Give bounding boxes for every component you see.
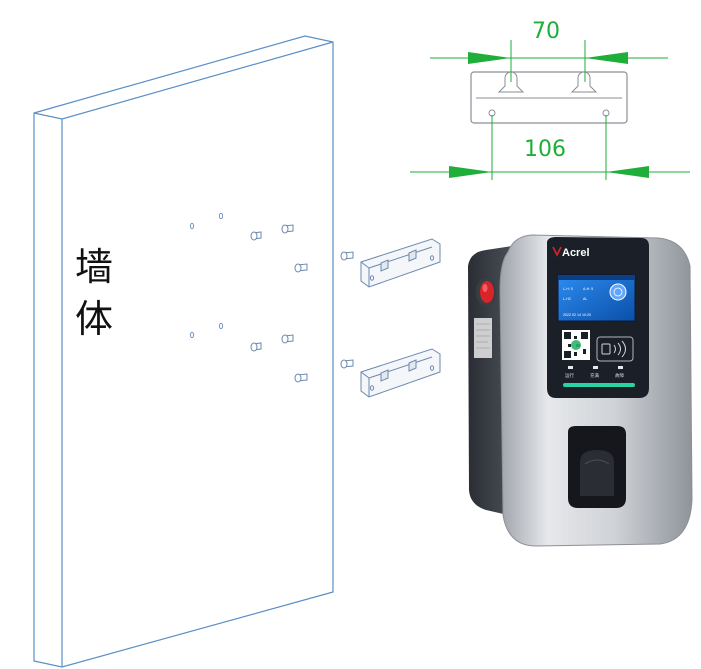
screw-icon	[250, 231, 262, 241]
dimension-label-bottom: 106	[524, 137, 566, 162]
indicator-label-fault: 故障	[615, 372, 624, 379]
indicator-light-fault	[618, 366, 623, 369]
arrow-left-icon	[606, 166, 649, 178]
screen-line-2: A-H: 5	[583, 287, 593, 291]
arrow-right-icon	[468, 52, 511, 64]
wall-hole	[218, 322, 224, 330]
plug-status-icon	[609, 283, 627, 301]
screen-line-1: L-H: 5	[563, 287, 573, 291]
screen-line-4: AL	[583, 297, 587, 301]
screen-line-5: 2022 02 14 10:20	[563, 313, 591, 317]
screw-icon	[294, 263, 308, 273]
bracket-lower	[360, 348, 441, 398]
indicator-light-full	[593, 366, 598, 369]
screen-line-3: L-H2	[563, 297, 571, 301]
brand-logo-icon	[552, 246, 562, 257]
wall-front-face	[33, 35, 334, 668]
indicator-light-run	[568, 366, 573, 369]
bracket-dimension-drawing: 70 106	[410, 19, 690, 180]
indicator-label-run: 运行	[565, 372, 574, 379]
arrow-right-icon	[449, 166, 492, 178]
socket-cover	[580, 450, 614, 496]
wall: 墙 体	[33, 35, 334, 668]
screws	[250, 224, 354, 383]
wall-holes	[189, 212, 224, 339]
indicator-lights: 运行 充满 故障	[565, 366, 624, 379]
brand-name: Acrel	[562, 247, 590, 259]
emergency-stop-icon	[480, 281, 494, 303]
keyhole-slot	[570, 71, 598, 93]
screw-icon	[340, 359, 354, 369]
dimension-label-top: 70	[532, 19, 560, 44]
ev-charger: Acrel L-H: 5 A-H: 5 L-H2 AL 2022 02 14 1…	[468, 234, 693, 547]
wall-hole	[189, 222, 195, 230]
screw-icon	[281, 334, 294, 344]
status-light-strip	[563, 383, 635, 387]
wall-hole	[189, 331, 195, 339]
nfc-icon	[601, 340, 626, 358]
screw-icon	[340, 251, 354, 261]
rfid-reader	[596, 336, 634, 362]
wall-label-line1: 墙	[75, 245, 113, 289]
bracket-upper	[360, 238, 441, 288]
arrow-left-icon	[585, 52, 628, 64]
screw-icon	[294, 373, 308, 383]
indicator-label-full: 充满	[590, 372, 599, 379]
wall-label-line2: 体	[75, 297, 113, 341]
screw-icon	[250, 342, 262, 352]
wall-hole	[218, 212, 224, 220]
screw-icon	[281, 224, 294, 234]
